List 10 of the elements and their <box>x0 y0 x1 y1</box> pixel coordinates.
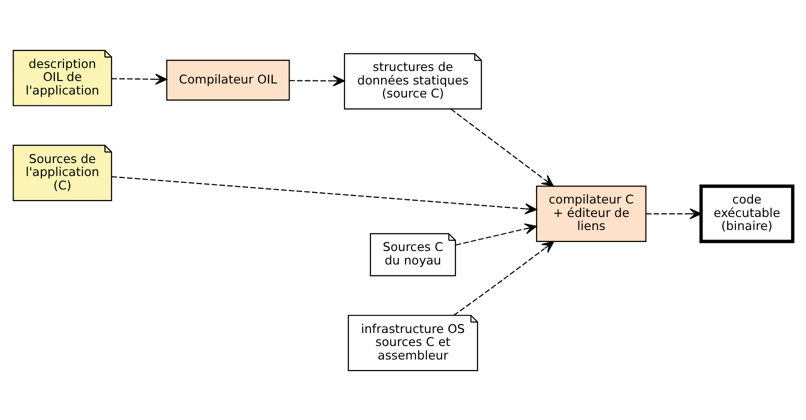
arrow <box>450 108 554 186</box>
arrow <box>453 240 554 316</box>
arrow <box>112 73 168 84</box>
node-box: code exécutable (binaire) <box>699 184 794 243</box>
arrow <box>646 208 702 219</box>
node-box: compilateur C + éditeur de liens <box>536 185 646 242</box>
node-box: Compilateur OIL <box>166 59 290 100</box>
arrow <box>289 74 345 86</box>
arrow <box>456 222 537 246</box>
arrow <box>112 176 538 214</box>
